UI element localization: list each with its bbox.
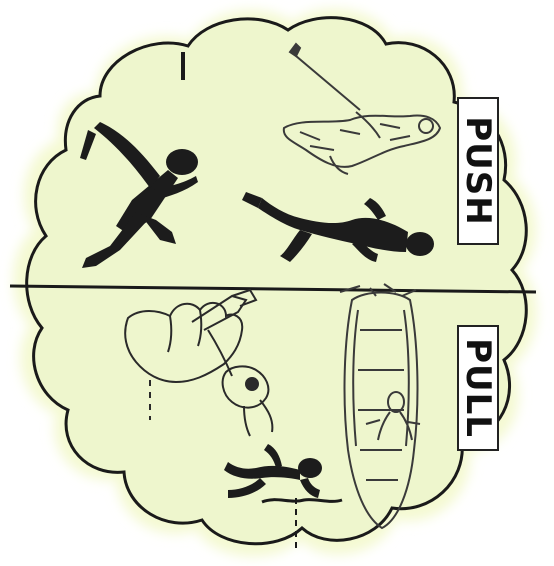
pull-label: PULL — [458, 326, 498, 450]
pull-label-text: PULL — [458, 338, 498, 438]
push-label: PUSH — [458, 98, 498, 244]
push-label-text: PUSH — [458, 116, 498, 225]
